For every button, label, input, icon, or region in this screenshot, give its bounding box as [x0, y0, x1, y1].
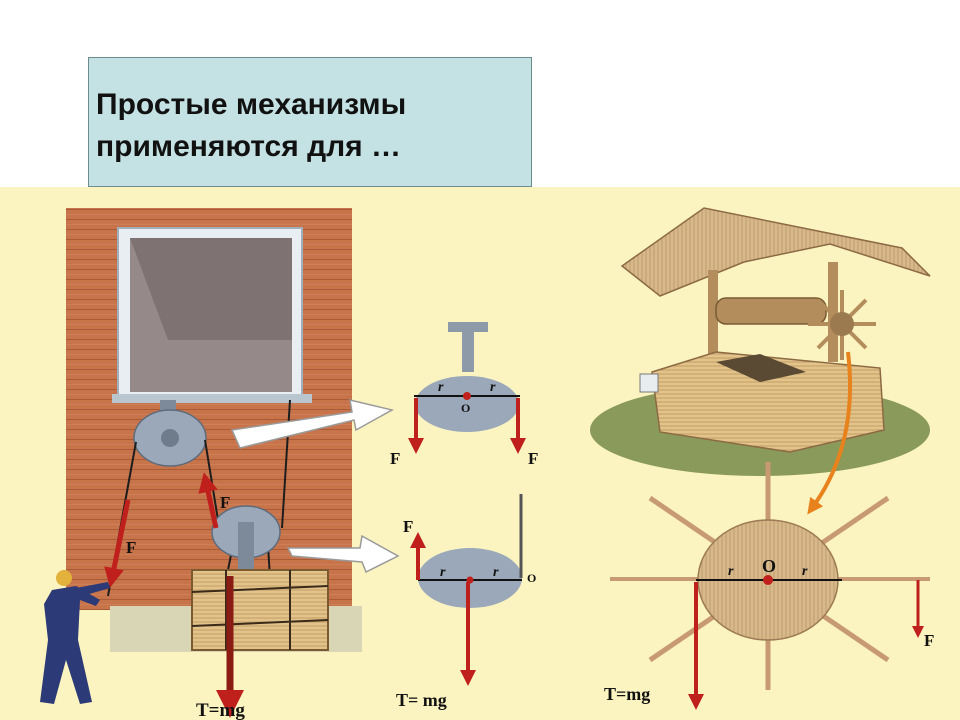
force-arrow-rope-left [104, 499, 131, 588]
window-sill [112, 394, 312, 403]
label-force-right: F [528, 449, 538, 468]
orange-arrow [807, 351, 853, 515]
well-illustration [590, 207, 931, 476]
label-center: O [461, 401, 470, 415]
label-r-left: r [728, 564, 734, 579]
pulley-mount [448, 322, 488, 372]
crate-straps [191, 570, 329, 650]
wheel-axle-diagram: r r O T=mg F [604, 462, 934, 710]
label-r-right: r [802, 564, 808, 579]
fixed-pulley-hub [161, 429, 179, 447]
wheel-center [763, 575, 773, 585]
label-r-left: r [440, 565, 446, 580]
connector-arrow-fixed [230, 399, 395, 449]
title-box [88, 57, 532, 187]
well-post-right [828, 262, 838, 362]
label-r-right: r [493, 565, 499, 580]
well-opening [716, 354, 806, 382]
wooden-crate [191, 569, 329, 651]
well-roof [620, 207, 931, 297]
movable-pulley-axle [238, 522, 254, 572]
well-box [651, 351, 885, 453]
label-center: O [527, 571, 536, 585]
label-r-right: r [490, 380, 496, 395]
label-force-left: F [390, 449, 400, 468]
pulley-center [466, 576, 474, 584]
label-load: T= mg [396, 690, 447, 710]
label-center: O [762, 556, 776, 576]
pulley-center [463, 392, 471, 400]
brick-wall-scene: F F T=mg [40, 208, 362, 720]
slide-title: Простые механизмы применяются для … [96, 88, 407, 163]
fixed-pulley-diagram: r r O F F [390, 322, 538, 468]
fixed-pulley-disk [415, 376, 519, 432]
bucket [639, 373, 659, 393]
label-r-left: r [438, 380, 444, 395]
label-force-mid: F [220, 493, 230, 512]
well-post-left [708, 270, 718, 360]
well-crank-wheel [808, 290, 876, 360]
worker-figure [40, 570, 110, 704]
force-arrow-rope-mid [198, 472, 219, 529]
label-load: T=mg [604, 684, 650, 704]
window-inner [130, 238, 292, 392]
label-force: F [924, 631, 934, 650]
well-drum [715, 297, 827, 325]
movable-pulley-diagram: r r O F T= mg [396, 494, 536, 710]
label-force-left: F [126, 538, 136, 557]
connector-arrow-movable [286, 534, 400, 574]
label-force-up: F [403, 517, 413, 536]
label-load-left: T=mg [196, 700, 245, 720]
